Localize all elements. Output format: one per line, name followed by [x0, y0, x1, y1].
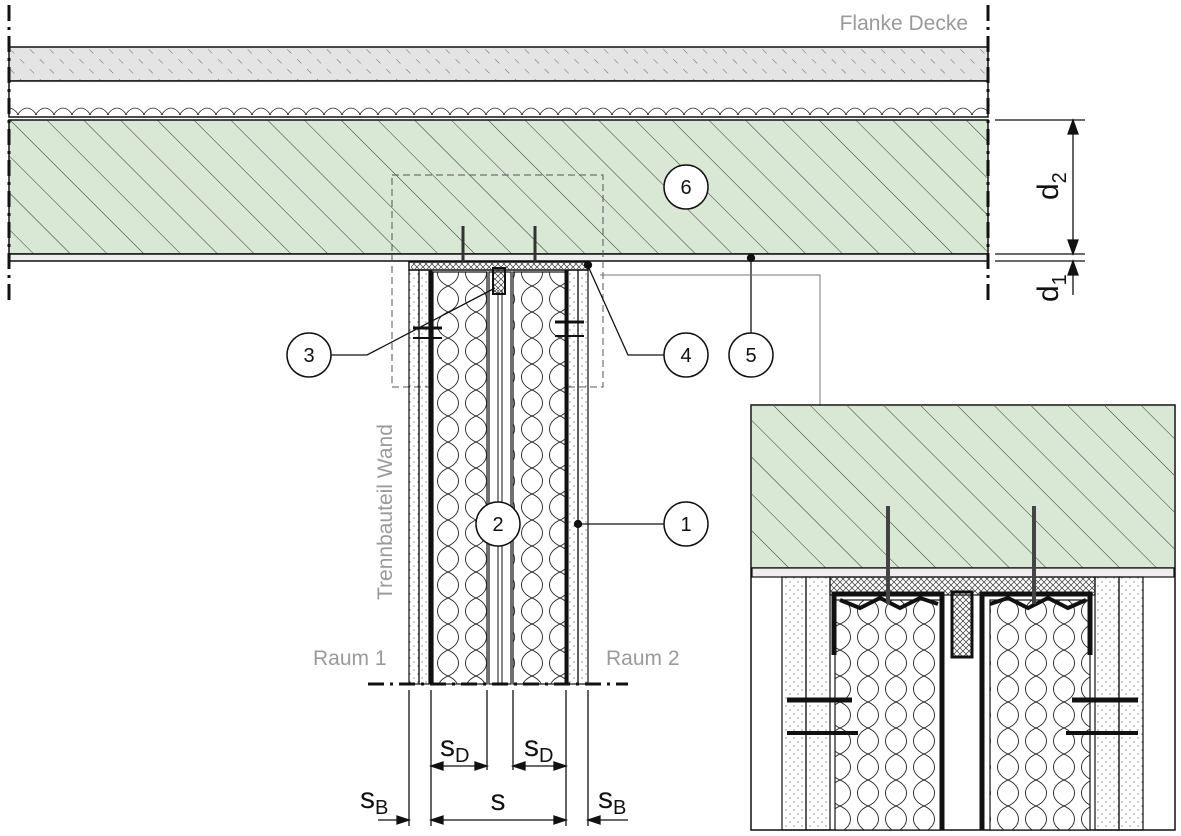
- dim-s-label: s: [491, 784, 506, 817]
- ceiling-plaster: [8, 253, 989, 262]
- separation-strip: [492, 267, 506, 295]
- board-right-outer: [577, 269, 589, 685]
- dim-sD-left-label: sD: [440, 730, 469, 767]
- callout-1: 1: [663, 501, 709, 547]
- svg-text:6: 6: [680, 177, 691, 199]
- callout-6: 6: [663, 164, 709, 210]
- room1-label: Raum 1: [313, 647, 387, 670]
- partition-wall: [368, 226, 628, 686]
- board-left-inner: [418, 269, 430, 685]
- flank-label: Flanke Decke: [840, 12, 968, 35]
- dim-d1-label: d1: [1032, 274, 1071, 302]
- leader-lines: [331, 253, 821, 529]
- dim-sD-right-label: sD: [524, 730, 553, 767]
- svg-text:3: 3: [303, 345, 314, 367]
- room2-label: Raum 2: [606, 647, 680, 670]
- flank-ceiling: [7, 5, 990, 300]
- svg-text:d2: d2: [1032, 172, 1071, 200]
- callout-4: 4: [663, 332, 709, 378]
- separation-gap: [488, 271, 512, 685]
- svg-text:5: 5: [745, 345, 756, 367]
- wall-label: Trennbauteil Wand: [374, 424, 397, 600]
- detail-strip: [950, 590, 974, 659]
- board-right-inner: [567, 269, 579, 685]
- dimension-d: [995, 118, 1085, 295]
- svg-text:sD: sD: [524, 730, 553, 767]
- svg-text:2: 2: [492, 514, 503, 536]
- detail-plaster: [751, 567, 1175, 578]
- svg-text:4: 4: [680, 345, 691, 367]
- svg-text:sD: sD: [440, 730, 469, 767]
- svg-text:sB: sB: [598, 782, 626, 819]
- callout-3: 3: [286, 332, 332, 378]
- svg-text:sB: sB: [360, 782, 388, 819]
- dimension-bottom: [378, 690, 628, 826]
- dim-sB-right-label: sB: [598, 782, 626, 819]
- enlarged-detail: [750, 404, 1176, 831]
- svg-text:d1: d1: [1032, 274, 1071, 302]
- dim-d2-label: d2: [1032, 172, 1071, 200]
- dim-sB-left-label: sB: [360, 782, 388, 819]
- callout-5: 5: [728, 332, 774, 378]
- callout-2: 2: [475, 501, 521, 547]
- svg-text:1: 1: [680, 514, 691, 536]
